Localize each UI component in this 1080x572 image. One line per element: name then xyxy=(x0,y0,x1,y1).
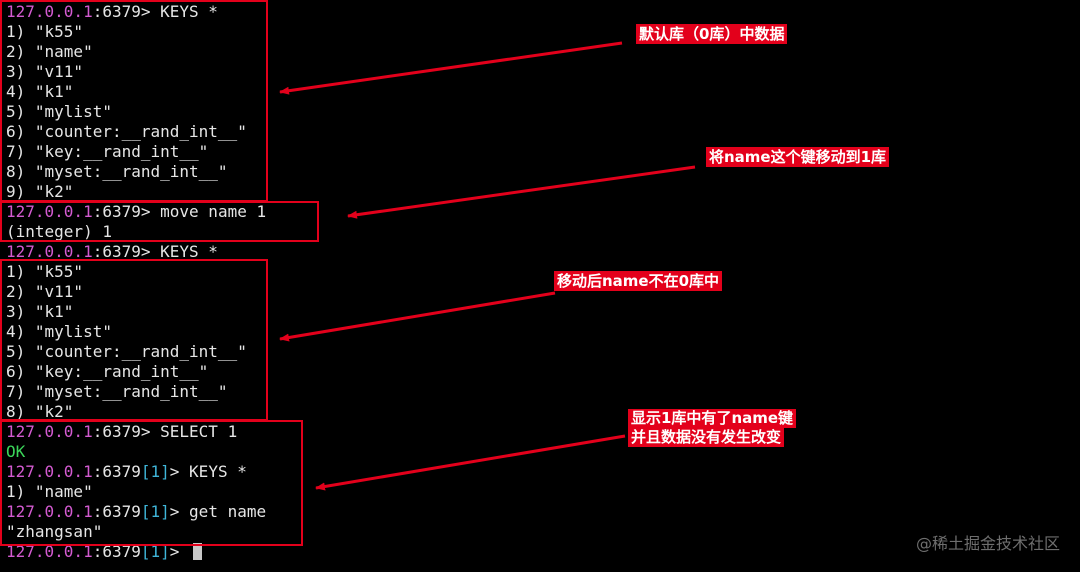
annotation-db1-line1: 显示1库中有了name键 xyxy=(628,409,797,428)
output-line: 5) "counter:__rand_int__" xyxy=(6,342,247,361)
highlight-box-move xyxy=(0,201,319,242)
prompt-colon: : xyxy=(92,502,103,521)
output-line: 4) "mylist" xyxy=(6,322,112,341)
prompt-host: 127.0.0.1 xyxy=(6,462,93,481)
highlight-box-db0-keys xyxy=(0,0,268,202)
annotation-db1: 显示1库中有了name键 并且数据没有发生改变 xyxy=(628,409,797,447)
output-line: 9) "k2" xyxy=(6,182,74,201)
annotation-db1-line2: 并且数据没有发生改变 xyxy=(628,428,785,447)
command-text: get name xyxy=(189,502,267,521)
highlight-box-db0-after xyxy=(0,259,268,421)
prompt-port: 6379 xyxy=(102,462,141,481)
prompt-db-index: [1] xyxy=(140,502,170,521)
prompt-port: 6379 xyxy=(102,242,141,261)
prompt-port: 6379 xyxy=(102,502,141,521)
highlight-box-db1 xyxy=(0,420,303,546)
prompt-symbol: > xyxy=(140,242,161,261)
prompt-port: 6379 xyxy=(102,422,141,441)
prompt-line-active[interactable]: 127.0.0.1:6379[1]> xyxy=(6,542,1076,562)
output-line: 1) "k55" xyxy=(6,22,84,41)
prompt-colon: : xyxy=(92,422,103,441)
output-line: 3) "v11" xyxy=(6,62,84,81)
prompt-port: 6379 xyxy=(102,542,141,561)
prompt-line: 127.0.0.1:6379[1]> get name xyxy=(6,502,1076,522)
prompt-port: 6379 xyxy=(102,2,141,21)
terminal-output[interactable]: 127.0.0.1:6379> KEYS * 1) "k55" 2) "name… xyxy=(6,2,1076,562)
output-line: 6) "counter:__rand_int__" xyxy=(6,122,247,141)
prompt-symbol: > xyxy=(140,422,161,441)
output-line: 1) "name" xyxy=(6,482,93,501)
prompt-colon: : xyxy=(92,2,103,21)
prompt-host: 127.0.0.1 xyxy=(6,242,93,261)
prompt-symbol: > xyxy=(140,2,161,21)
annotation-after-move: 移动后name不在0库中 xyxy=(554,271,723,291)
output-line: 7) "key:__rand_int__" xyxy=(6,142,209,161)
output-line: "zhangsan" xyxy=(6,522,103,541)
output-line: 6) "key:__rand_int__" xyxy=(6,362,209,381)
prompt-host: 127.0.0.1 xyxy=(6,422,93,441)
prompt-symbol: > xyxy=(169,542,190,561)
prompt-host: 127.0.0.1 xyxy=(6,542,93,561)
prompt-host: 127.0.0.1 xyxy=(6,502,93,521)
prompt-symbol: > xyxy=(169,462,190,481)
prompt-line: 127.0.0.1:6379[1]> KEYS * xyxy=(6,462,1076,482)
prompt-line: 127.0.0.1:6379> SELECT 1 xyxy=(6,422,1076,442)
output-line: 3) "k1" xyxy=(6,302,74,321)
output-line: 2) "name" xyxy=(6,42,93,61)
command-text: KEYS * xyxy=(160,242,218,261)
output-line: 8) "myset:__rand_int__" xyxy=(6,162,228,181)
prompt-colon: : xyxy=(92,202,103,221)
output-line: 8) "k2" xyxy=(6,402,74,421)
output-line: 1) "k55" xyxy=(6,262,84,281)
annotation-move: 将name这个键移动到1库 xyxy=(706,147,890,167)
prompt-colon: : xyxy=(92,242,103,261)
text-cursor xyxy=(193,543,203,560)
prompt-colon: : xyxy=(92,462,103,481)
output-line: 2) "v11" xyxy=(6,282,84,301)
prompt-host: 127.0.0.1 xyxy=(6,202,93,221)
watermark-text: @稀土掘金技术社区 xyxy=(915,534,1060,553)
command-text: SELECT 1 xyxy=(160,422,238,441)
output-line: (integer) 1 xyxy=(6,222,112,241)
prompt-line: 127.0.0.1:6379> move name 1 xyxy=(6,202,1076,222)
output-line-ok: OK xyxy=(6,442,26,461)
prompt-host: 127.0.0.1 xyxy=(6,2,93,21)
annotation-db0-data: 默认库（0库）中数据 xyxy=(636,24,788,44)
output-line: 7) "myset:__rand_int__" xyxy=(6,382,228,401)
prompt-symbol: > xyxy=(169,502,190,521)
command-text: KEYS * xyxy=(189,462,247,481)
command-text: move name 1 xyxy=(160,202,267,221)
prompt-colon: : xyxy=(92,542,103,561)
prompt-db-index: [1] xyxy=(140,462,170,481)
command-text: KEYS * xyxy=(160,2,218,21)
prompt-port: 6379 xyxy=(102,202,141,221)
output-line: 4) "k1" xyxy=(6,82,74,101)
prompt-db-index: [1] xyxy=(140,542,170,561)
prompt-symbol: > xyxy=(140,202,161,221)
prompt-line: 127.0.0.1:6379> KEYS * xyxy=(6,2,1076,22)
prompt-line: 127.0.0.1:6379> KEYS * xyxy=(6,242,1076,262)
output-line: 5) "mylist" xyxy=(6,102,112,121)
